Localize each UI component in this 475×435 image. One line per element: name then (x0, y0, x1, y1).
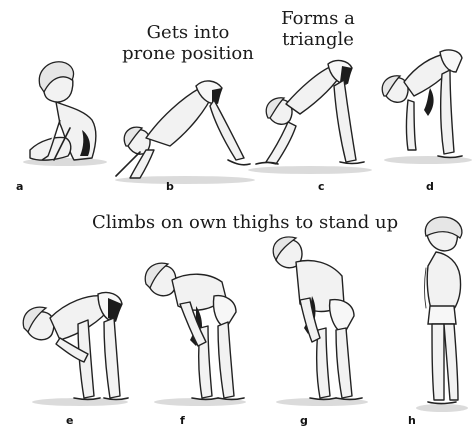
caption-forms-triangle: Forms a triangle (268, 8, 368, 50)
panel-label-e: e (66, 414, 73, 427)
panel-label-h: h (408, 414, 416, 427)
figure-e-hands-on-knees (23, 292, 128, 406)
figure-h-standing (416, 217, 468, 412)
panel-label-a: a (16, 180, 23, 193)
panel-label-c: c (318, 180, 325, 193)
figure-b-prone (115, 81, 255, 184)
panel-label-g: g (300, 414, 308, 427)
panel-label-f: f (180, 414, 185, 427)
figure-g-nearly-upright (273, 237, 368, 406)
figure-c-triangle (248, 61, 372, 174)
panel-label-d: d (426, 180, 434, 193)
caption-prone-position: Gets into prone position (118, 22, 258, 64)
figure-f-climbing-thighs (145, 263, 246, 406)
figure-a-sitting (23, 62, 107, 166)
figure-d-bent (382, 50, 472, 164)
caption-climbs-thighs: Climbs on own thighs to stand up (92, 212, 392, 233)
panel-label-b: b (166, 180, 174, 193)
